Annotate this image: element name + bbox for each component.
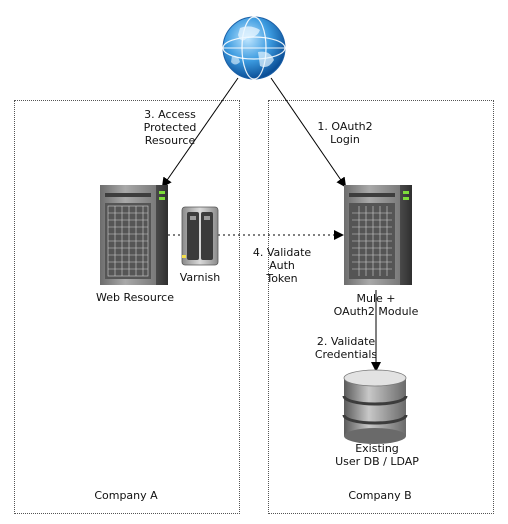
validate-credentials-label: 2. Validate Credentials [314, 335, 378, 361]
web-resource-server-icon [100, 185, 168, 285]
validate-token-label: 4. Validate Auth Token [252, 246, 312, 285]
company-a-zone [14, 100, 240, 514]
oauth-login-label: 1. OAuth2 Login [317, 120, 373, 146]
company-b-zone [268, 100, 494, 514]
nas-icon [181, 206, 219, 266]
company-a-label: Company A [94, 489, 158, 502]
mule-label: Mule + OAuth2 Module [333, 292, 419, 318]
globe-icon [222, 16, 286, 80]
user-db-label: Existing User DB / LDAP [335, 442, 419, 468]
edge-access-resource [161, 77, 239, 188]
company-b-label: Company B [348, 489, 412, 502]
varnish-label: Varnish [179, 271, 221, 284]
mule-server-icon [344, 185, 412, 285]
edge-oauth-login [270, 77, 347, 188]
access-resource-label: 3. Access Protected Resource [143, 108, 197, 147]
web-resource-label: Web Resource [96, 291, 174, 304]
database-icon [342, 369, 408, 444]
